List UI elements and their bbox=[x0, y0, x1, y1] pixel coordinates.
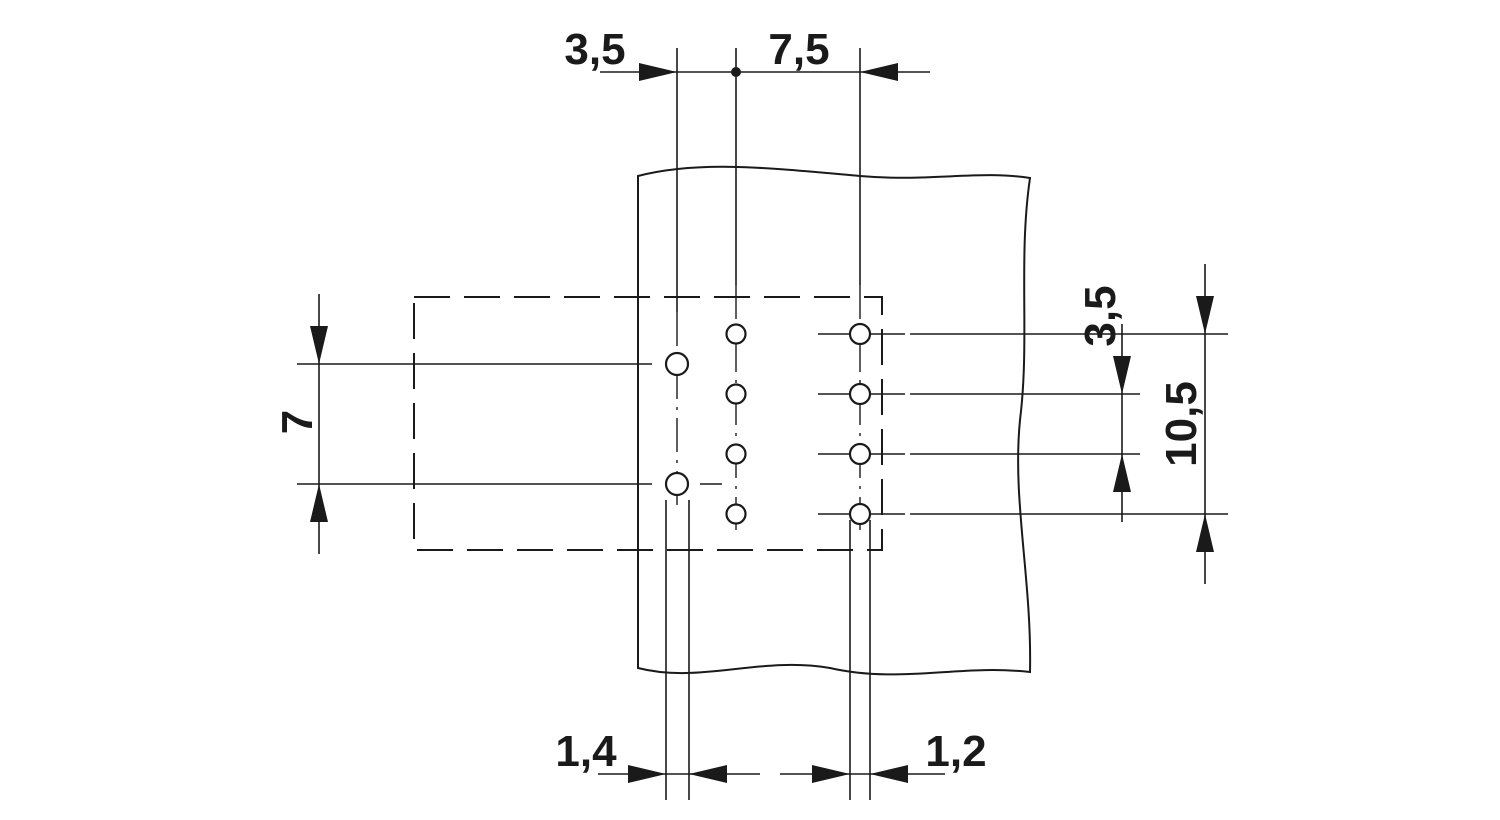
dim-label-top-right: 7,5 bbox=[768, 25, 829, 74]
dim-label-top-left: 3,5 bbox=[564, 25, 625, 74]
hole-mid-1 bbox=[725, 323, 747, 345]
hole-mid-2 bbox=[725, 383, 747, 405]
component-footprint-dashed bbox=[413, 296, 883, 551]
dim-label-right-large: 10,5 bbox=[1157, 381, 1206, 467]
dim-label-left: 7 bbox=[273, 410, 322, 434]
arrow-bottom-3 bbox=[812, 765, 850, 783]
arrow-bottom-2 bbox=[689, 765, 727, 783]
dim-label-bottom-right: 1,2 bbox=[925, 727, 986, 776]
arrow-right-large-bottom bbox=[1196, 514, 1214, 552]
hole-right-3 bbox=[848, 442, 872, 466]
hole-right-4 bbox=[848, 502, 872, 526]
dim-dot-top bbox=[731, 67, 741, 77]
hole-right-1 bbox=[848, 322, 872, 346]
dim-label-right-small: 3,5 bbox=[1076, 285, 1125, 346]
arrow-right-small-top bbox=[1113, 356, 1131, 394]
hole-mid-4 bbox=[725, 503, 747, 525]
dim-label-bottom-left: 1,4 bbox=[555, 727, 617, 776]
arrow-bottom-1 bbox=[628, 765, 666, 783]
arrow-right-small-bottom bbox=[1113, 454, 1131, 492]
arrow-left-bottom bbox=[310, 484, 328, 522]
arrow-bottom-4 bbox=[870, 765, 908, 783]
hole-large-upper bbox=[664, 351, 690, 377]
hole-right-2 bbox=[848, 382, 872, 406]
arrow-left-top bbox=[310, 326, 328, 364]
pcb-outline bbox=[637, 165, 1032, 676]
arrow-top-right bbox=[860, 63, 898, 81]
arrow-top-left bbox=[639, 63, 677, 81]
hole-mid-3 bbox=[725, 443, 747, 465]
arrow-right-large-top bbox=[1196, 296, 1214, 334]
hole-large-lower bbox=[664, 471, 690, 497]
